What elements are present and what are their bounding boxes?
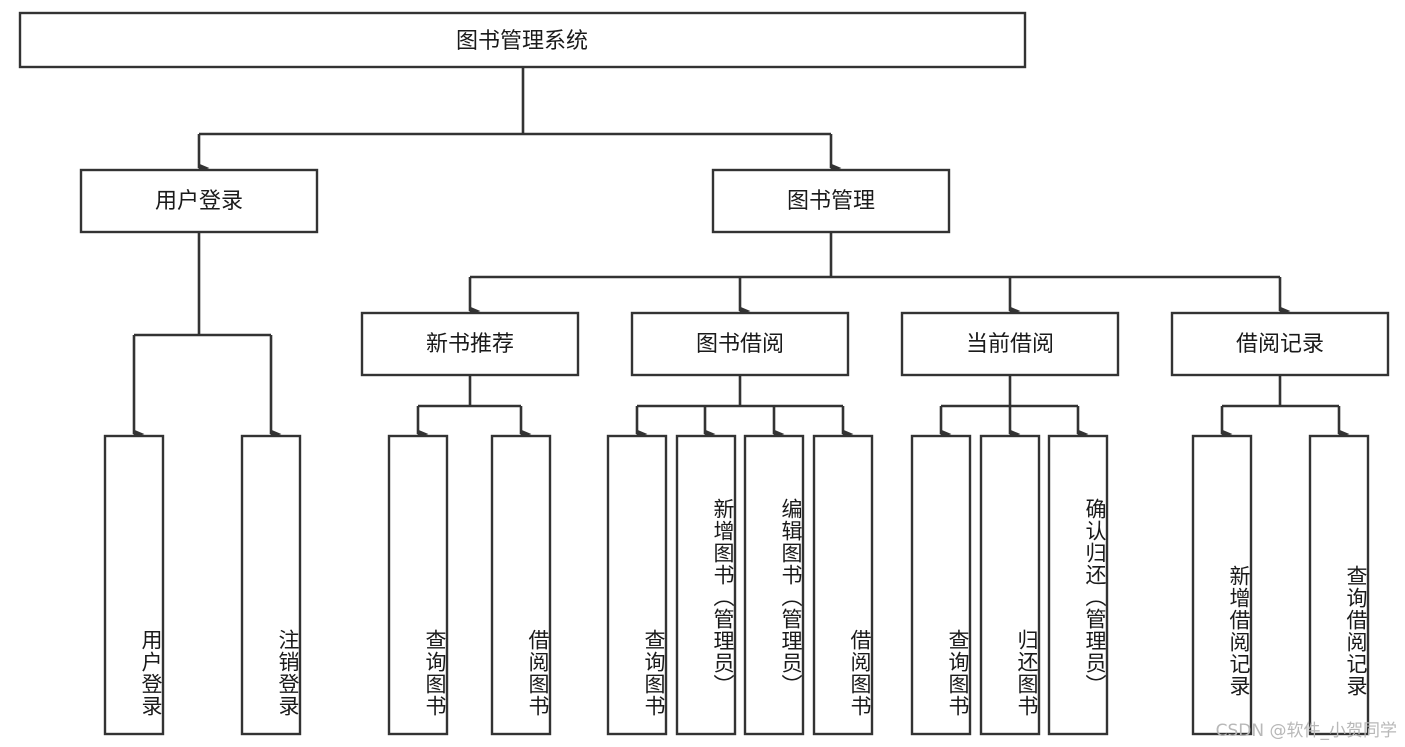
leaf-box-current-borrow-1[interactable] xyxy=(910,434,972,736)
leaf-box-book-borrow-2[interactable] xyxy=(675,434,737,736)
leaf-box-user-login-2[interactable] xyxy=(240,434,302,736)
leaf-box-current-borrow-2[interactable] xyxy=(979,434,1041,736)
node-box-book-manage[interactable] xyxy=(711,168,951,234)
leaf-box-book-borrow-1[interactable] xyxy=(606,434,668,736)
node-box-book-borrow[interactable] xyxy=(630,311,850,377)
leaf-box-borrow-record-2[interactable] xyxy=(1308,434,1370,736)
csdn-watermark: CSDN @软件_小贺同学 xyxy=(1215,721,1397,741)
leaf-box-book-borrow-4[interactable] xyxy=(812,434,874,736)
node-box-user-login[interactable] xyxy=(79,168,319,234)
node-label-borrow-record: 借阅记录 xyxy=(1236,332,1324,357)
node-box-current-borrow[interactable] xyxy=(900,311,1120,377)
node-label-current-borrow: 当前借阅 xyxy=(966,332,1054,357)
leaf-box-current-borrow-3[interactable] xyxy=(1047,434,1109,736)
node-box-new-book-recommend[interactable] xyxy=(360,311,580,377)
node-box-borrow-record[interactable] xyxy=(1170,311,1390,377)
leaf-box-new-book-1[interactable] xyxy=(387,434,449,736)
leaf-box-user-login-1[interactable] xyxy=(103,434,165,736)
node-label-new-book-recommend: 新书推荐 xyxy=(426,332,514,357)
node-label-user-login: 用户登录 xyxy=(155,189,243,214)
leaf-box-new-book-2[interactable] xyxy=(490,434,552,736)
leaf-box-book-borrow-3[interactable] xyxy=(743,434,805,736)
node-box-root[interactable] xyxy=(18,11,1027,69)
node-label-book-borrow: 图书借阅 xyxy=(696,332,784,357)
leaf-box-borrow-record-1[interactable] xyxy=(1191,434,1253,736)
node-label-root: 图书管理系统 xyxy=(456,29,588,54)
node-label-book-manage: 图书管理 xyxy=(787,189,875,214)
